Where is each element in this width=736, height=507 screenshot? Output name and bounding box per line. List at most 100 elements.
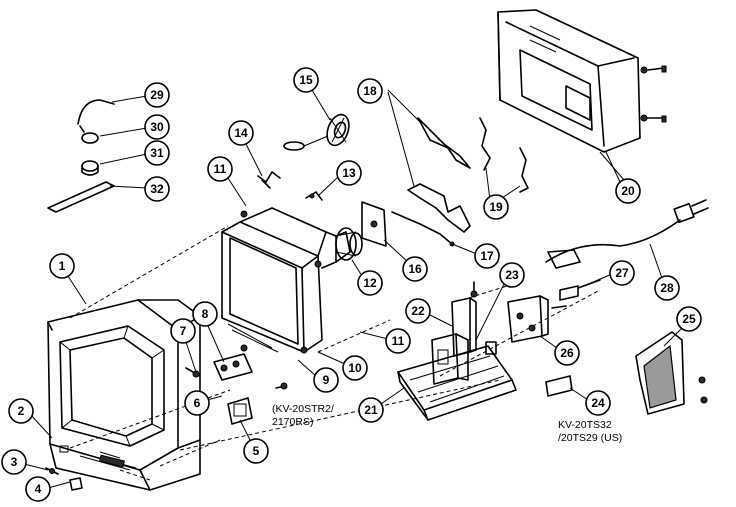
callout-11: 11 — [207, 156, 233, 182]
callout-28: 28 — [654, 275, 680, 301]
callout-3: 3 — [1, 449, 27, 475]
callout-number: 6 — [194, 396, 201, 410]
callout-number: 27 — [615, 266, 629, 280]
callout-number: 20 — [621, 184, 635, 198]
callout-circle — [1, 449, 27, 475]
front-cabinet — [47, 299, 201, 491]
callout-27: 27 — [609, 260, 635, 286]
ground-wire — [391, 211, 455, 247]
callout-circle — [184, 390, 210, 416]
callout-18: 18 — [357, 78, 383, 104]
callout-circle — [144, 82, 170, 108]
callout-number: 10 — [348, 361, 362, 375]
callout-circle — [405, 298, 431, 324]
callout-number: 26 — [560, 346, 574, 360]
callout-number: 7 — [180, 324, 187, 338]
callout-number: 17 — [480, 249, 494, 263]
model-note-right-line2: /20TS29 (US) — [558, 432, 622, 444]
callout-number: 12 — [363, 276, 377, 290]
bottom-plate — [635, 331, 708, 415]
callout-number: 8 — [202, 307, 209, 321]
callout-31: 31 — [144, 140, 170, 166]
callout-circle — [676, 306, 702, 332]
neck-board — [361, 201, 387, 247]
callout-8: 8 — [192, 301, 218, 327]
callout-number: 22 — [411, 304, 425, 318]
callout-number: 23 — [505, 268, 519, 282]
callout-circle — [49, 253, 75, 279]
callout-number: 2 — [18, 404, 25, 418]
callout-9: 9 — [313, 367, 339, 393]
fuse — [559, 279, 601, 301]
callout-12: 12 — [357, 270, 383, 296]
callout-circle — [357, 78, 383, 104]
bracket — [507, 295, 567, 343]
callout-circle — [609, 260, 635, 286]
callout-circle — [358, 397, 384, 423]
callout-24: 24 — [585, 390, 611, 416]
callout-number: 1 — [59, 259, 66, 273]
callout-23: 23 — [499, 262, 525, 288]
callout-circle — [357, 270, 383, 296]
ground-springs — [479, 117, 529, 201]
main-chassis — [397, 281, 517, 421]
front-hardware — [45, 367, 201, 491]
callout-number: 11 — [214, 162, 227, 176]
callout-circle — [554, 340, 580, 366]
callout-number: 28 — [660, 281, 674, 295]
callout-14: 14 — [228, 120, 254, 146]
callout-15: 15 — [293, 67, 319, 93]
callout-circle — [585, 390, 611, 416]
speaker — [283, 113, 350, 151]
model-note-right-line1: KV-20TS32 — [558, 419, 612, 431]
callout-7: 7 — [170, 318, 196, 344]
callout-number: 29 — [150, 88, 164, 102]
callout-number: 24 — [591, 396, 605, 410]
degauss-coil — [387, 89, 471, 233]
callout-30: 30 — [144, 114, 170, 140]
callout-6: 6 — [184, 390, 210, 416]
callout-circle — [313, 367, 339, 393]
callout-layer: 1234567891011111213141516171819202122232… — [1, 67, 702, 502]
callout-circle — [654, 275, 680, 301]
reference-lines — [69, 225, 601, 481]
callout-29: 29 — [144, 82, 170, 108]
callout-circle — [25, 476, 51, 502]
power-cord — [545, 199, 709, 269]
callout-22: 22 — [405, 298, 431, 324]
callout-circle — [402, 256, 428, 282]
callout-number: 31 — [150, 146, 164, 160]
small-board — [545, 375, 573, 397]
callout-11: 11 — [385, 328, 411, 354]
callout-4: 4 — [25, 476, 51, 502]
callout-2: 2 — [8, 398, 34, 424]
callout-number: 9 — [323, 373, 330, 387]
callout-number: 18 — [363, 84, 377, 98]
callout-20: 20 — [615, 178, 641, 204]
callout-10: 10 — [342, 355, 368, 381]
callout-circle — [342, 355, 368, 381]
callout-number: 4 — [35, 482, 42, 496]
callout-circle — [499, 262, 525, 288]
callout-circle — [243, 438, 269, 464]
leader-lines — [23, 89, 683, 489]
callout-circle — [207, 156, 233, 182]
callout-circle — [192, 301, 218, 327]
accessory-parts — [47, 99, 115, 213]
callout-circle — [474, 243, 500, 269]
callout-number: 25 — [682, 312, 696, 326]
callout-circle — [144, 114, 170, 140]
callout-17: 17 — [474, 243, 500, 269]
callout-13: 13 — [336, 160, 362, 186]
callout-circle — [144, 176, 170, 202]
callout-32: 32 — [144, 176, 170, 202]
picture-tube — [221, 207, 351, 354]
callout-circle — [144, 140, 170, 166]
callout-number: 30 — [150, 120, 164, 134]
callout-circle — [336, 160, 362, 186]
callout-25: 25 — [676, 306, 702, 332]
callout-number: 11 — [392, 334, 405, 348]
callout-circle — [483, 194, 509, 220]
tube-clips — [257, 171, 323, 201]
callout-number: 15 — [299, 73, 313, 87]
